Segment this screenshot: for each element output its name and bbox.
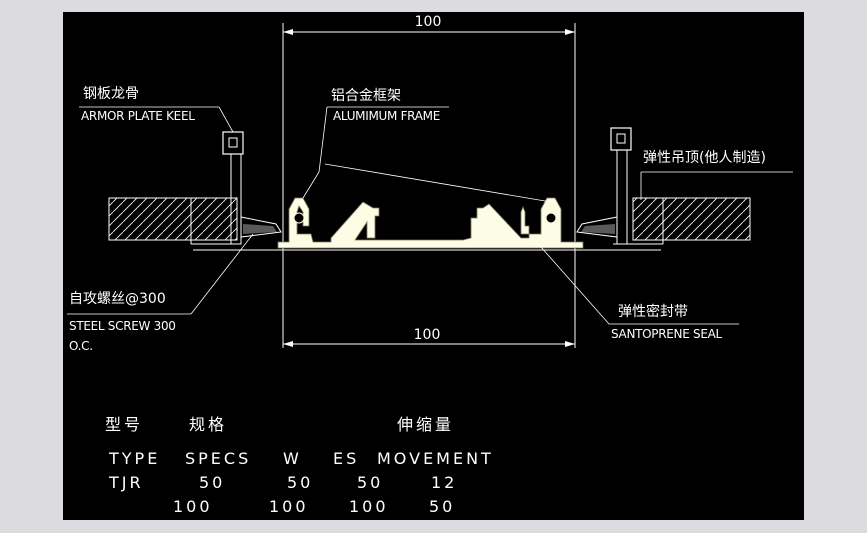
- screw-label-en-1: STEEL SCREW 300: [69, 319, 176, 333]
- aluminium-frame-profile: [277, 197, 584, 249]
- expansion-joint-drawing: 100 100: [67, 14, 793, 516]
- table-cell: 50: [429, 497, 455, 516]
- screw-label-en-2: O.C.: [69, 339, 93, 353]
- table-header-cn-type: 型号: [105, 415, 143, 434]
- table-cell: 50: [287, 473, 313, 492]
- bottom-dimension: 100: [282, 252, 576, 348]
- armor-keel-label-cn: 钢板龙骨: [83, 86, 139, 102]
- top-dimension: 100: [282, 14, 576, 252]
- screw-label-cn: 自攻螺丝@300: [69, 291, 166, 307]
- table-header-type: TYPE: [108, 449, 160, 468]
- table-cell: 50: [357, 473, 383, 492]
- table-header-cn-specs: 规格: [189, 415, 227, 434]
- top-dimension-text: 100: [415, 14, 442, 30]
- leader-armor-keel: 钢板龙骨 ARMOR PLATE KEEL: [79, 86, 234, 133]
- leader-steel-screw: 自攻螺丝@300 STEEL SCREW 300 O.C.: [67, 233, 254, 353]
- table-cell: 12: [431, 473, 457, 492]
- right-steel-keel: [576, 127, 632, 245]
- table-cell: 100: [173, 497, 213, 516]
- table-cell: 50: [199, 473, 225, 492]
- seal-label-en: SANTOPRENE SEAL: [611, 327, 723, 341]
- left-ceiling-block: [108, 197, 241, 245]
- left-steel-keel: [222, 131, 282, 245]
- seal-guide-line: [324, 163, 552, 203]
- leader-aluminium-frame: 铝合金框架 ALUMIMUM FRAME: [302, 88, 449, 199]
- table-header-w: W: [283, 449, 302, 468]
- table-header-es: ES: [333, 449, 359, 468]
- armor-keel-label-en: ARMOR PLATE KEEL: [81, 109, 195, 123]
- leader-santoprene-seal: 弹性密封带 SANTOPRENE SEAL: [532, 237, 739, 341]
- table-cell: 100: [349, 497, 389, 516]
- alu-frame-label-en: ALUMIMUM FRAME: [333, 109, 440, 123]
- seal-label-cn: 弹性密封带: [618, 303, 688, 320]
- drawing-canvas: 100 100: [63, 12, 804, 520]
- spec-table: 型号 规格 伸缩量 TYPE SPECS W ES MOVEMENT TJR 5…: [105, 415, 494, 516]
- right-ceiling-block: [613, 197, 751, 245]
- table-header-movement: MOVEMENT: [377, 449, 494, 468]
- leader-ceiling: 弹性吊顶(他人制造): [640, 150, 793, 200]
- bottom-dimension-text: 100: [414, 327, 441, 343]
- table-header-specs: SPECS: [185, 449, 251, 468]
- ceiling-label-cn: 弹性吊顶(他人制造): [643, 150, 766, 166]
- table-header-cn-movement: 伸缩量: [397, 415, 454, 434]
- table-cell: 100: [269, 497, 309, 516]
- table-cell: TJR: [108, 473, 144, 492]
- alu-frame-label-cn: 铝合金框架: [331, 88, 401, 104]
